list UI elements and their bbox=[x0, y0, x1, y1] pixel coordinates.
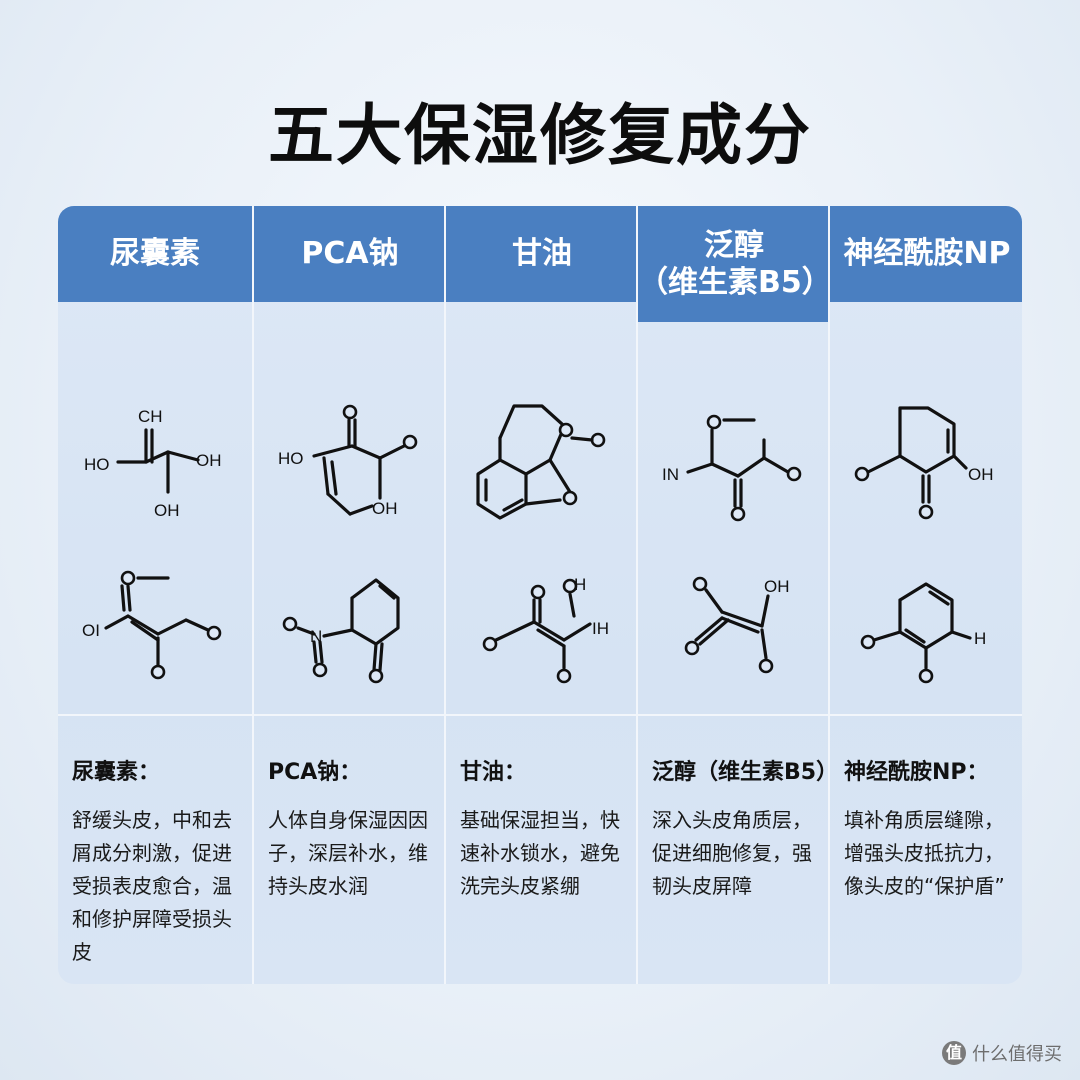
description-body: 填补角质层缝隙，增强头皮抵抗力，像头皮的“保护盾” bbox=[844, 808, 1005, 898]
molecule-structure-top: CH HO OH OH bbox=[58, 402, 252, 532]
svg-text:OH: OH bbox=[372, 499, 398, 518]
watermark-text: 什么值得买 bbox=[972, 1044, 1062, 1065]
svg-text:CH: CH bbox=[138, 407, 163, 426]
svg-text:OH: OH bbox=[154, 501, 180, 520]
molecule-structure-top: IN bbox=[638, 402, 830, 532]
column-panthenol: 泛醇 （维生素B5） IN bbox=[636, 206, 838, 984]
molecule-structure-top: OH bbox=[830, 402, 1022, 532]
row-divider bbox=[254, 714, 446, 716]
svg-text:IH: IH bbox=[592, 619, 609, 638]
column-header: 尿囊素 bbox=[58, 206, 252, 302]
svg-text:HO: HO bbox=[278, 449, 304, 468]
svg-text:OH: OH bbox=[196, 451, 222, 470]
column-allantoin: 尿囊素 CH HO OH OH bbox=[58, 206, 252, 984]
svg-text:N: N bbox=[310, 627, 322, 646]
column-ceramide-np: 神经酰胺NP OH H 神经酰胺NP： 填补角质 bbox=[828, 206, 1022, 984]
column-header: 甘油 bbox=[446, 206, 638, 302]
description-title: 神经酰胺NP： bbox=[844, 760, 989, 785]
header-line-2: （维生素B5） bbox=[638, 265, 832, 300]
row-divider bbox=[830, 714, 1022, 716]
description-body: 舒缓头皮，中和去屑成分刺激，促进受损表皮愈合，温和修护屏障受损头皮 bbox=[72, 808, 232, 964]
description-body: 人体自身保湿因因子，深层补水，维持头皮水润 bbox=[268, 808, 428, 898]
column-header: 神经酰胺NP bbox=[830, 206, 1022, 302]
svg-text:OH: OH bbox=[764, 577, 790, 596]
molecule-structure-top: HO OH bbox=[254, 402, 446, 532]
molecule-structure-bottom: H bbox=[830, 558, 1022, 688]
description-title: PCA钠： bbox=[268, 760, 362, 785]
row-divider bbox=[638, 714, 830, 716]
description-body: 深入头皮角质层，促进细胞修复，强韧头皮屏障 bbox=[652, 808, 812, 898]
svg-text:H: H bbox=[574, 575, 586, 594]
column-sodium-pca: PCA钠 HO OH bbox=[252, 206, 446, 984]
header-line-1: 泛醇 bbox=[704, 227, 764, 263]
description-body: 基础保湿担当，快速补水锁水，避免洗完头皮紧绷 bbox=[460, 808, 620, 898]
molecule-structure-bottom: OH bbox=[638, 558, 830, 688]
column-glycerin: 甘油 H bbox=[444, 206, 638, 984]
watermark: 值 什么值得买 bbox=[942, 1040, 1062, 1066]
molecule-structure-top bbox=[446, 402, 638, 532]
ingredients-table: 尿囊素 CH HO OH OH bbox=[58, 206, 1022, 984]
watermark-logo-icon: 值 bbox=[942, 1041, 966, 1065]
row-divider bbox=[446, 714, 638, 716]
description-title: 泛醇（维生素B5） bbox=[652, 760, 839, 785]
svg-text:IN: IN bbox=[662, 465, 679, 484]
row-divider bbox=[58, 714, 252, 716]
molecule-structure-bottom: OI bbox=[58, 558, 252, 688]
column-header: PCA钠 bbox=[254, 206, 446, 302]
svg-text:OI: OI bbox=[82, 621, 100, 640]
svg-text:HO: HO bbox=[84, 455, 110, 474]
svg-text:OH: OH bbox=[968, 465, 994, 484]
description-title: 甘油： bbox=[460, 760, 527, 785]
description-title: 尿囊素： bbox=[72, 760, 161, 785]
page-title: 五大保湿修复成分 bbox=[268, 97, 812, 174]
molecule-structure-bottom: N bbox=[254, 558, 446, 688]
svg-text:H: H bbox=[974, 629, 986, 648]
molecule-structure-bottom: H IH bbox=[446, 558, 638, 688]
column-header: 泛醇 （维生素B5） bbox=[638, 206, 832, 322]
